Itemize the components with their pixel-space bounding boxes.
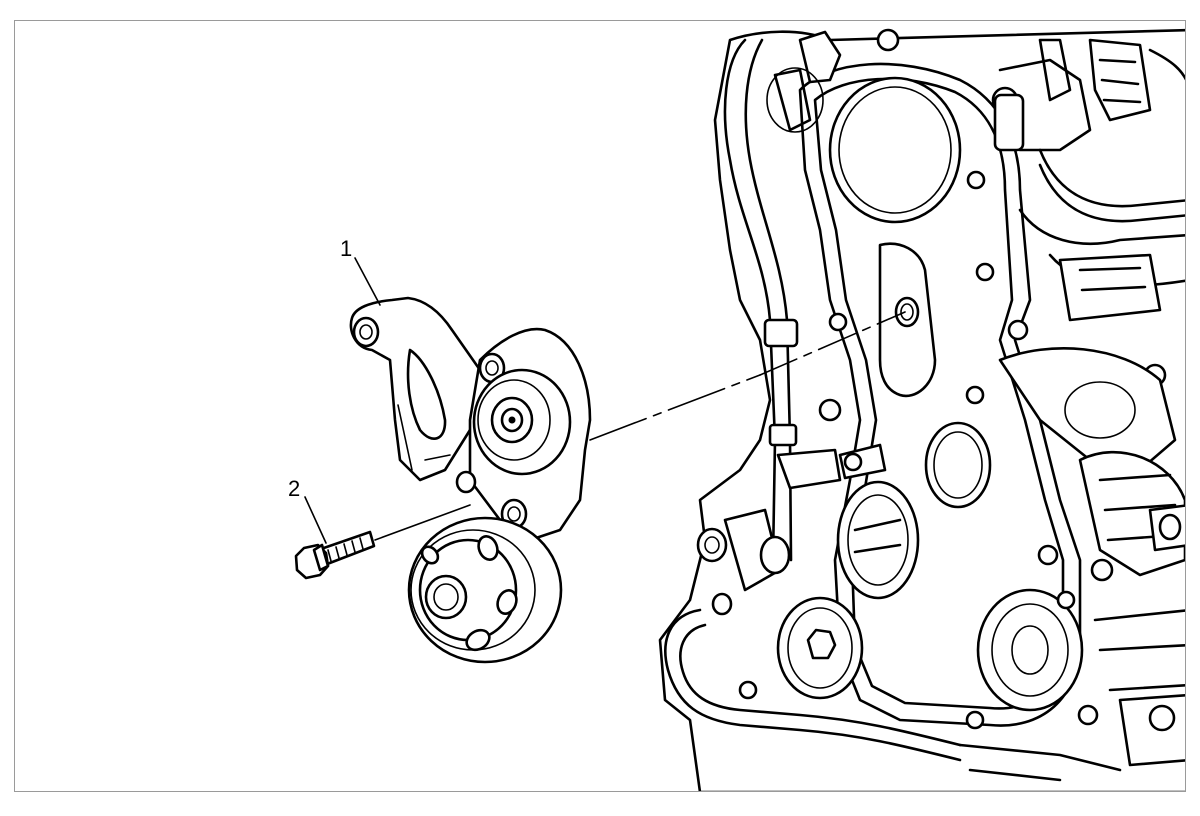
pulley-lug-slots xyxy=(420,535,518,652)
callout-1-leader xyxy=(354,257,381,306)
engine-block xyxy=(658,28,1185,791)
drive-belt-tensioner xyxy=(349,296,592,664)
callout-2: 2 xyxy=(288,476,300,501)
callout-1: 1 xyxy=(340,236,352,261)
tensioner-bolt xyxy=(294,530,376,580)
alignment-lines xyxy=(304,257,906,544)
callout-2-leader xyxy=(304,496,327,544)
